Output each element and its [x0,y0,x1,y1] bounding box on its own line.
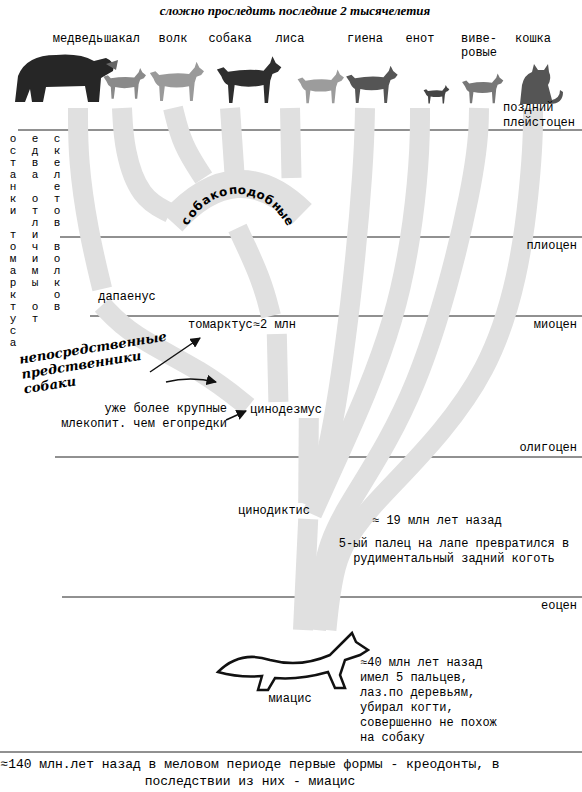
callout-note: уже более крупные млекопит. чем егопредк… [55,402,227,432]
cat-figure [520,64,563,104]
animal-name: гиена [347,32,383,46]
epoch-label: поздний плейстоцен [503,101,581,131]
animal-node: виве- ровые [458,32,500,108]
epoch-label: еоцен [505,599,577,614]
footnote: ≈140 млн.лет назад в меловом периоде пер… [0,756,500,790]
lineage-band [230,108,235,178]
animal-name: кошка [515,32,551,46]
lineage-band [277,334,279,402]
animal-name: медведь [53,32,103,46]
taxon-name: дапаенус [98,290,156,304]
epoch-line [0,752,582,753]
fox-figure [298,70,344,104]
raccoon-figure [424,85,450,104]
lineage-band [238,228,272,316]
taxon-name: томарктус≈2 млн [188,318,296,332]
miacis-figure [218,633,368,690]
epoch-label: олигоцен [505,441,577,456]
animal-node: кошка [510,32,556,108]
animal-node: енот [400,32,440,108]
lineage-band [122,108,170,213]
animal-node: гиена [335,32,395,108]
bear-figure [15,55,114,102]
animal-name: лиса [276,32,305,46]
jackal-figure [103,68,146,99]
animal-name: енот [406,32,435,46]
viverrid-figure [462,73,503,103]
diagram-title: сложно проследить последние 2 тысячелети… [95,3,495,18]
taxon-node: дапаенус [96,289,158,305]
arc-letter: о [217,184,228,200]
animal-node: шакал [100,32,144,108]
epoch-label: плиоцен [505,239,577,254]
epoch-label: миоцен [505,318,577,333]
callout-note: непосредственные предственники собаки [18,329,173,397]
wolf-figure [150,62,204,101]
taxon-name: цинодиктис [238,504,310,518]
taxon-node: миацис [225,630,355,706]
animal-node: собака [200,32,260,108]
trait-note: ≈40 млн лет назад имел 5 пальцев, лаз.по… [360,656,512,746]
taxon-name: цинодезмус [250,403,322,417]
trait-note: 5-ый палец на лапе превратился в рудимен… [338,537,570,567]
lineage-band [173,108,204,178]
epoch-line [60,237,582,238]
dog-figure [217,56,281,103]
callout-arrow [226,411,246,420]
animal-name: виве- ровые [458,32,500,60]
animal-name: волк [159,32,188,46]
taxon-name: собакоподобные [170,178,305,228]
vertical-note: останки томарктуса едва отличимы от скел… [2,133,68,368]
animal-node: лиса [265,32,315,108]
fish-figure [106,60,118,70]
callout-arrow [166,379,216,382]
animal-name: шакал [104,32,140,46]
lineage-band [303,519,308,630]
lineage-band [290,108,292,178]
taxon-name: миацис [268,692,311,706]
lineage-band [312,108,420,514]
taxon-node: цинодиктис [236,503,312,519]
lineage-band [326,108,533,630]
date-note: ≈ 19 млн лет назад [372,514,522,529]
taxon-node: цинодезмус [248,402,324,418]
group-arc-node: собакоподобные [170,178,305,228]
hyena-figure [346,66,398,103]
animal-name: собака [208,32,251,46]
taxon-node: томарктус≈2 млн [184,316,300,334]
arc-letter: п [228,183,237,198]
animal-node: волк [148,32,198,108]
lineage-band [78,108,102,289]
